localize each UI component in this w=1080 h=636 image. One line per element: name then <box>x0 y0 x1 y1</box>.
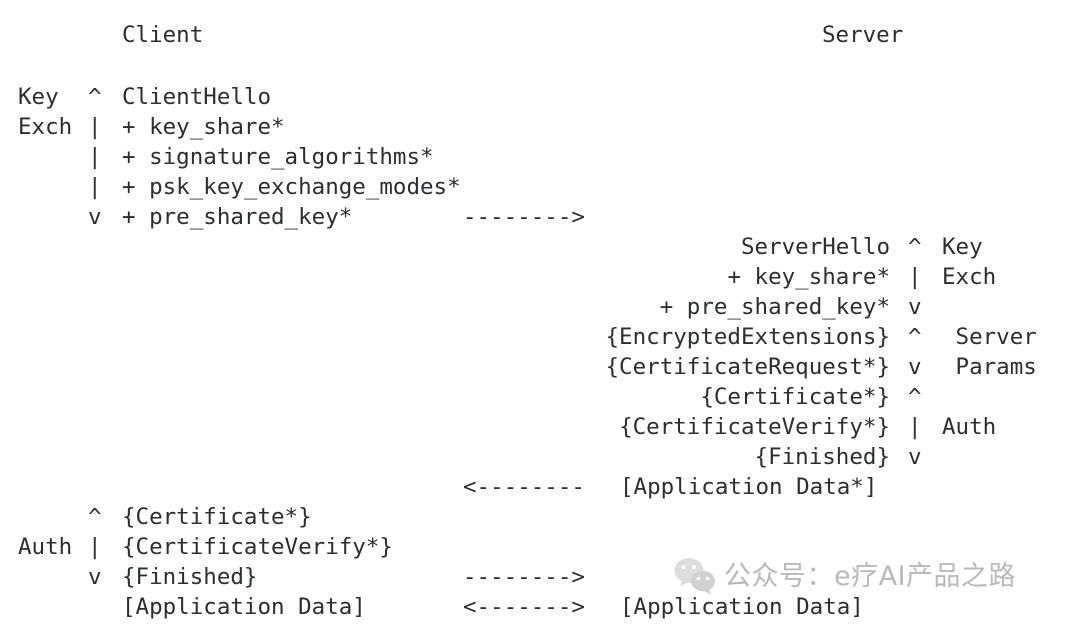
diagram-row: {Finished} v <box>0 442 1080 472</box>
phase-rail-left: | <box>88 174 102 200</box>
diagram-row: v {Finished} --------> <box>0 562 1080 592</box>
diagram-row: {EncryptedExtensions} ^ Server <box>0 322 1080 352</box>
phase-label-left: Exch <box>18 114 73 140</box>
phase-label-right: Server <box>942 324 1037 350</box>
phase-label-right: Params <box>942 354 1037 380</box>
column-header-client: Client <box>122 22 204 48</box>
client-message: [Application Data] <box>122 594 366 620</box>
diagram-row: {CertificateVerify*} | Auth <box>0 412 1080 442</box>
diagram-row: {Certificate*} ^ <box>0 382 1080 412</box>
phase-rail-left: ^ <box>88 84 102 110</box>
diagram-row: Auth | {CertificateVerify*} <box>0 532 1080 562</box>
diagram-row: ServerHello ^ Key <box>0 232 1080 262</box>
client-message: {Certificate*} <box>122 504 312 530</box>
phase-rail-right: | <box>908 264 922 290</box>
column-header-server: Server <box>822 22 904 48</box>
phase-rail-left: | <box>88 534 102 560</box>
client-message: + psk_key_exchange_modes* <box>122 174 461 200</box>
phase-label-left: Auth <box>18 534 73 560</box>
diagram-row: Exch | + key_share* <box>0 112 1080 142</box>
phase-rail-right: ^ <box>908 324 922 350</box>
server-message: {Certificate*} <box>700 384 890 410</box>
server-message: {CertificateRequest*} <box>605 354 890 380</box>
server-message: + pre_shared_key* <box>659 294 890 320</box>
diagram-row: + pre_shared_key* v <box>0 292 1080 322</box>
server-message: + key_share* <box>727 264 890 290</box>
server-message: {EncryptedExtensions} <box>605 324 890 350</box>
flow-arrow: <-------> <box>463 594 585 620</box>
phase-label-right: Key <box>942 234 983 260</box>
phase-rail-right: ^ <box>908 234 922 260</box>
post-arrow-message: [Application Data] <box>620 594 864 620</box>
phase-label-left: Key <box>18 84 59 110</box>
flow-arrow: --------> <box>463 564 585 590</box>
diagram-row: [Application Data] <-------> [Application … <box>0 592 1080 622</box>
client-message: + pre_shared_key* <box>122 204 353 230</box>
flow-arrow: --------> <box>463 204 585 230</box>
phase-label-right: Exch <box>942 264 997 290</box>
phase-rail-left: v <box>88 204 102 230</box>
diagram-row: | + psk_key_exchange_modes* <box>0 172 1080 202</box>
diagram-row: {CertificateRequest*} v Params <box>0 352 1080 382</box>
diagram-row: ^ {Certificate*} <box>0 502 1080 532</box>
phase-rail-right: v <box>908 294 922 320</box>
diagram-row: v + pre_shared_key* --------> <box>0 202 1080 232</box>
post-arrow-message: [Application Data*] <box>620 474 878 500</box>
client-message: ClientHello <box>122 84 272 110</box>
flow-arrow: <-------- <box>463 474 585 500</box>
diagram-header-row: Client Server <box>0 20 1080 50</box>
server-message: ServerHello <box>740 234 890 260</box>
client-message: {Finished} <box>122 564 258 590</box>
client-message: + key_share* <box>122 114 285 140</box>
diagram-row: | + signature_algorithms* <box>0 142 1080 172</box>
server-message: {CertificateVerify*} <box>619 414 890 440</box>
diagram-row: Key ^ ClientHello <box>0 82 1080 112</box>
diagram-row: <-------- [Application Data*] <box>0 472 1080 502</box>
server-message: {Finished} <box>754 444 890 470</box>
client-message: {CertificateVerify*} <box>122 534 393 560</box>
phase-rail-right: v <box>908 354 922 380</box>
phase-rail-right: | <box>908 414 922 440</box>
phase-rail-right: v <box>908 444 922 470</box>
phase-rail-left: | <box>88 144 102 170</box>
phase-rail-left: | <box>88 114 102 140</box>
phase-rail-right: ^ <box>908 384 922 410</box>
phase-label-right: Auth <box>942 414 997 440</box>
client-message: + signature_algorithms* <box>122 144 434 170</box>
diagram-row: + key_share* | Exch <box>0 262 1080 292</box>
phase-rail-left: v <box>88 564 102 590</box>
phase-rail-left: ^ <box>88 504 102 530</box>
